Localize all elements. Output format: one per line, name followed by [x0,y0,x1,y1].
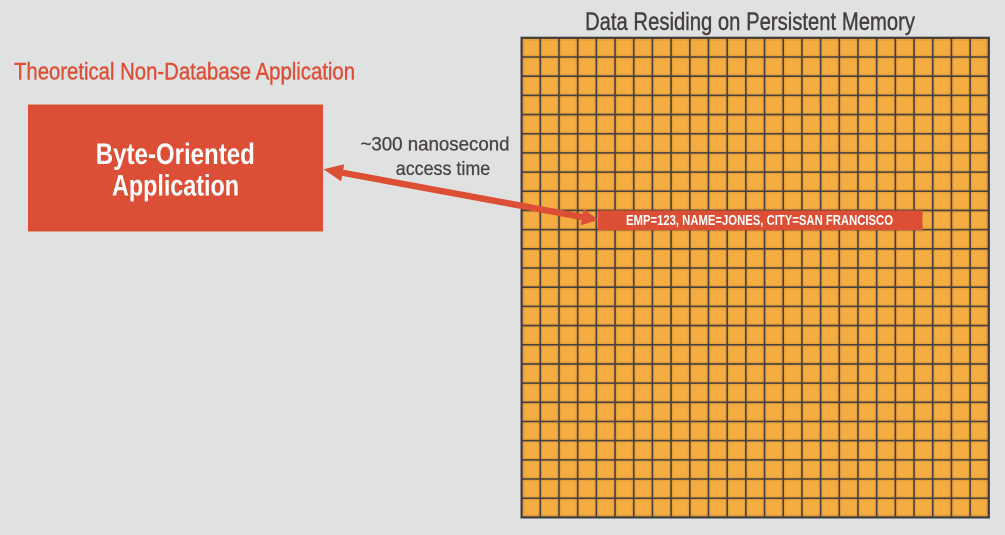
svg-text:EMP=123, NAME=JONES, CITY=SAN: EMP=123, NAME=JONES, CITY=SAN FRANCISCO [626,213,893,229]
svg-text:Byte-Oriented: Byte-Oriented [96,138,255,171]
svg-text:Application: Application [112,170,239,203]
svg-text:Data Residing on Persistent Me: Data Residing on Persistent Memory [585,8,915,36]
svg-text:access time: access time [396,159,491,180]
svg-text:Theoretical Non-Database Appli: Theoretical Non-Database Application [14,59,355,86]
svg-text:~300 nanosecond: ~300 nanosecond [361,135,510,156]
